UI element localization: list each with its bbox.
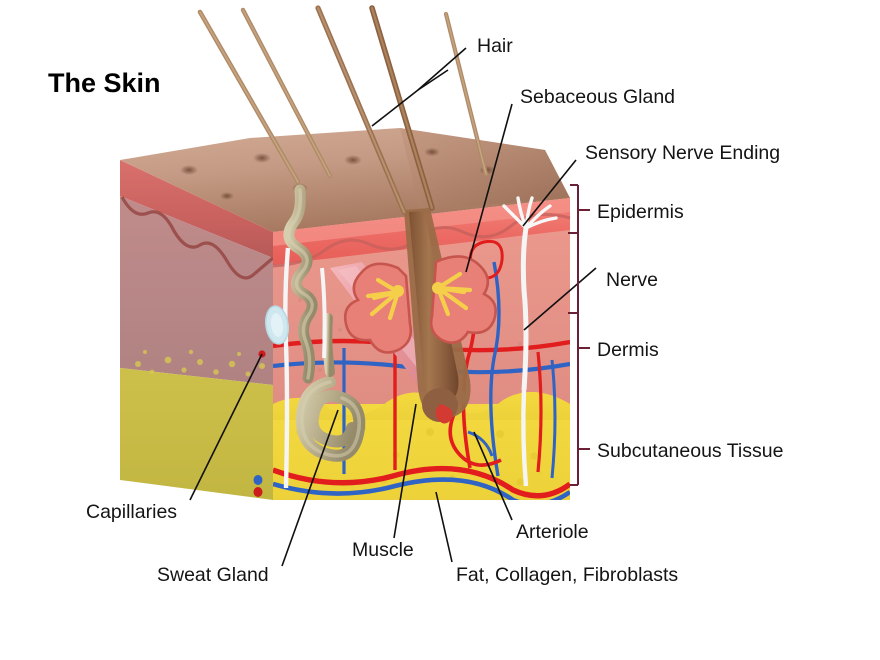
nerve-trunk (520, 227, 529, 391)
label-fat-collagen-fibroblasts: Fat, Collagen, Fibroblasts (456, 564, 678, 586)
artery-deep-plexus (273, 465, 570, 499)
pacinian-corpuscle (264, 305, 290, 345)
label-sweat-gland: Sweat Gland (157, 564, 269, 586)
dermis-left (120, 196, 273, 385)
fat-left (120, 368, 273, 500)
venule-hair-bulb (467, 430, 494, 457)
leader-muscle (393, 403, 417, 539)
sweat-duct-upper-highlight (287, 188, 314, 380)
leader-sensory-nerve (522, 159, 577, 227)
label-capillaries: Capillaries (86, 501, 177, 523)
leader-sebaceous (465, 103, 513, 273)
nerve-deep (521, 389, 529, 487)
eccrine-duct-right (320, 267, 327, 359)
label-hair: Hair (477, 35, 513, 57)
sebaceous-hub-right (432, 282, 444, 294)
page-title: The Skin (48, 68, 161, 98)
hair-shaft-5-highlight (445, 13, 487, 175)
label-muscle: Muscle (352, 539, 414, 561)
leader-fat (435, 491, 453, 563)
vein-deep-plexus (273, 477, 570, 500)
eccrine-duct-left (283, 247, 291, 489)
leader-hair-b (417, 69, 449, 91)
hair-shaft-2-highlight (242, 9, 331, 177)
dermis-fat-boundary (273, 391, 570, 420)
sebaceous-ducts-left (365, 277, 401, 321)
hair-shaft-4-highlight (370, 6, 434, 210)
epidermis-left (120, 160, 273, 258)
layer-brackets (568, 184, 590, 486)
vein-connector-3 (550, 359, 557, 479)
dermo-epidermal-junction-left (120, 196, 275, 280)
leader-lines (189, 47, 597, 567)
label-dermis: Dermis (597, 339, 659, 361)
sebaceous-ducts-right (435, 271, 473, 317)
label-arteriole: Arteriole (516, 521, 589, 543)
label-nerve: Nerve (606, 269, 658, 291)
vein-connector-2 (489, 261, 501, 477)
label-epidermis: Epidermis (597, 201, 684, 223)
sebaceous-gland-left (343, 262, 413, 354)
sweat-gland-coil (295, 313, 366, 462)
label-sebaceous-gland: Sebaceous Gland (520, 86, 675, 108)
hair-shafts-external (197, 5, 489, 215)
sebaceous-hub-left (392, 285, 404, 297)
artery-connector-3 (536, 351, 543, 473)
hair-shaft-1-highlight (199, 11, 299, 183)
vein-stub-left (253, 475, 263, 485)
label-subcutaneous-tissue: Subcutaneous Tissue (597, 440, 783, 462)
sweat-gland-body-highlight (300, 380, 362, 458)
leader-arteriole (473, 431, 513, 521)
leader-capillaries (189, 353, 263, 501)
sebaceous-gland-right (429, 255, 497, 344)
skin-pores (180, 147, 495, 200)
leader-sweat-gland (281, 409, 339, 567)
leader-nerve (523, 267, 597, 331)
sweat-gland-neck (322, 313, 335, 377)
sebaceous-lobes-right (429, 255, 497, 344)
label-sensory-nerve-ending: Sensory Nerve Ending (585, 142, 780, 164)
artery-stub-left (253, 487, 263, 497)
hair-shaft-3-highlight (317, 7, 405, 213)
fat-speckles-left (135, 349, 265, 377)
dermal-papilla (435, 404, 453, 424)
sweat-gland-upper (283, 184, 318, 384)
skin-block (120, 5, 571, 500)
left-face (120, 160, 275, 500)
